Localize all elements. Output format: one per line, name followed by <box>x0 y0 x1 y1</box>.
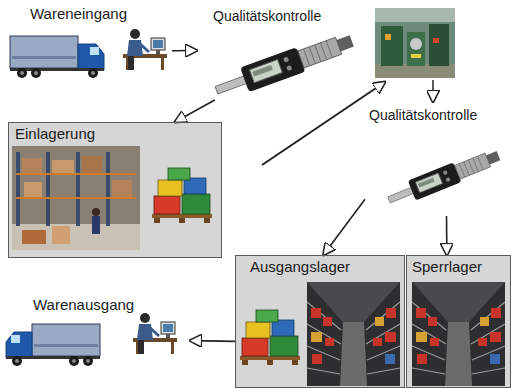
blocked-store-ground <box>406 255 511 388</box>
flow-arrow <box>323 199 365 255</box>
receiving-station: Wareneingang <box>8 3 172 80</box>
storage-ground <box>8 122 222 258</box>
outgoing-store-ground <box>235 255 405 388</box>
flow-arrow <box>446 216 448 255</box>
node-label: Ausgangslager <box>250 258 350 276</box>
micrometer-icon <box>385 146 502 210</box>
node-label: Wareneingang <box>30 5 127 23</box>
shipping-station: Warenausgang <box>5 294 190 382</box>
production-photo <box>375 8 455 78</box>
outgoing-store-box: Ausgangslager <box>235 255 405 388</box>
inspection-station: Qualitätskontrolle <box>197 3 345 100</box>
flow-arrow <box>175 100 215 122</box>
node-label: Sperrlager <box>412 258 482 276</box>
blocked-store-box: Sperrlager <box>406 255 511 388</box>
flow-arrow <box>172 50 197 52</box>
pallet-icon <box>240 310 300 365</box>
flow-arrow <box>432 80 434 102</box>
clerk-icon <box>123 29 167 70</box>
truck-icon <box>6 324 100 366</box>
rack-photo <box>412 282 505 386</box>
node-label: Qualitätskontrolle <box>213 7 321 25</box>
pallet-icon <box>152 168 212 223</box>
inspection-station: Qualitätskontrolle <box>365 104 508 216</box>
truck-icon <box>10 36 104 78</box>
node-label: Warenausgang <box>33 296 134 314</box>
storage-box: Einlagerung <box>8 122 222 258</box>
node-label: Einlagerung <box>15 125 95 143</box>
flow-arrow <box>190 340 235 342</box>
flow-arrow <box>262 82 385 165</box>
warehouse-photo <box>12 146 140 250</box>
rack-photo <box>307 282 400 386</box>
micrometer-icon <box>212 29 356 103</box>
node-label: Qualitätskontrolle <box>369 106 477 124</box>
clerk-icon <box>133 313 177 354</box>
